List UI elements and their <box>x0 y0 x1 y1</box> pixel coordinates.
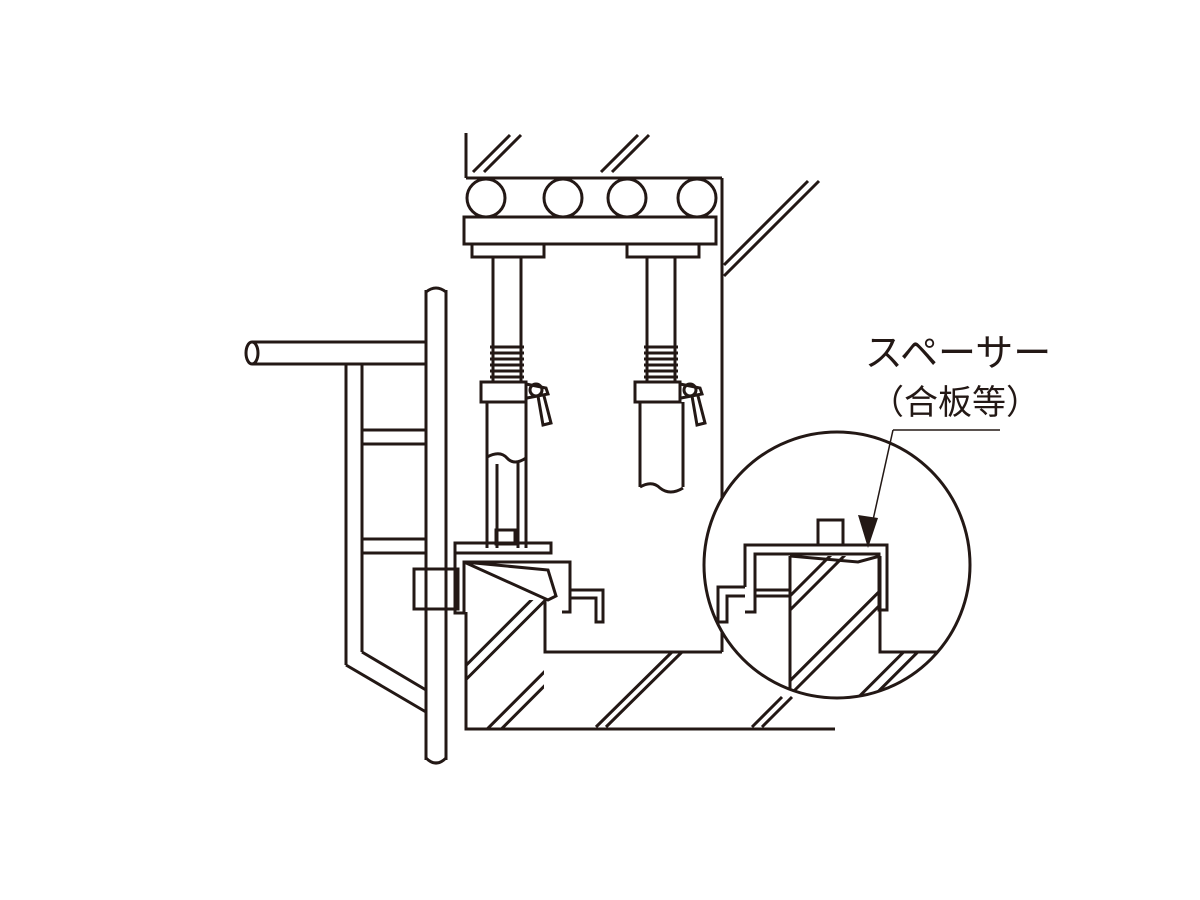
scaffold-pipe-horizontal <box>244 340 426 366</box>
spacer-label: スペーサー <box>865 331 1052 375</box>
round-bars <box>465 177 718 219</box>
lower-slab <box>464 598 835 731</box>
scaffold-pipe-vertical <box>424 286 448 765</box>
spacer-leader-arrow <box>858 429 1000 548</box>
detail-magnifier <box>702 430 972 700</box>
beam-plank <box>462 215 718 246</box>
ladder-frame <box>344 364 428 714</box>
pipe-clamp <box>412 567 460 611</box>
right-support-post <box>625 242 707 494</box>
ceiling-slab <box>464 133 821 652</box>
left-support-post <box>470 242 553 548</box>
support-base-head <box>453 541 605 624</box>
spacer-sublabel: （合板等） <box>870 383 1040 423</box>
